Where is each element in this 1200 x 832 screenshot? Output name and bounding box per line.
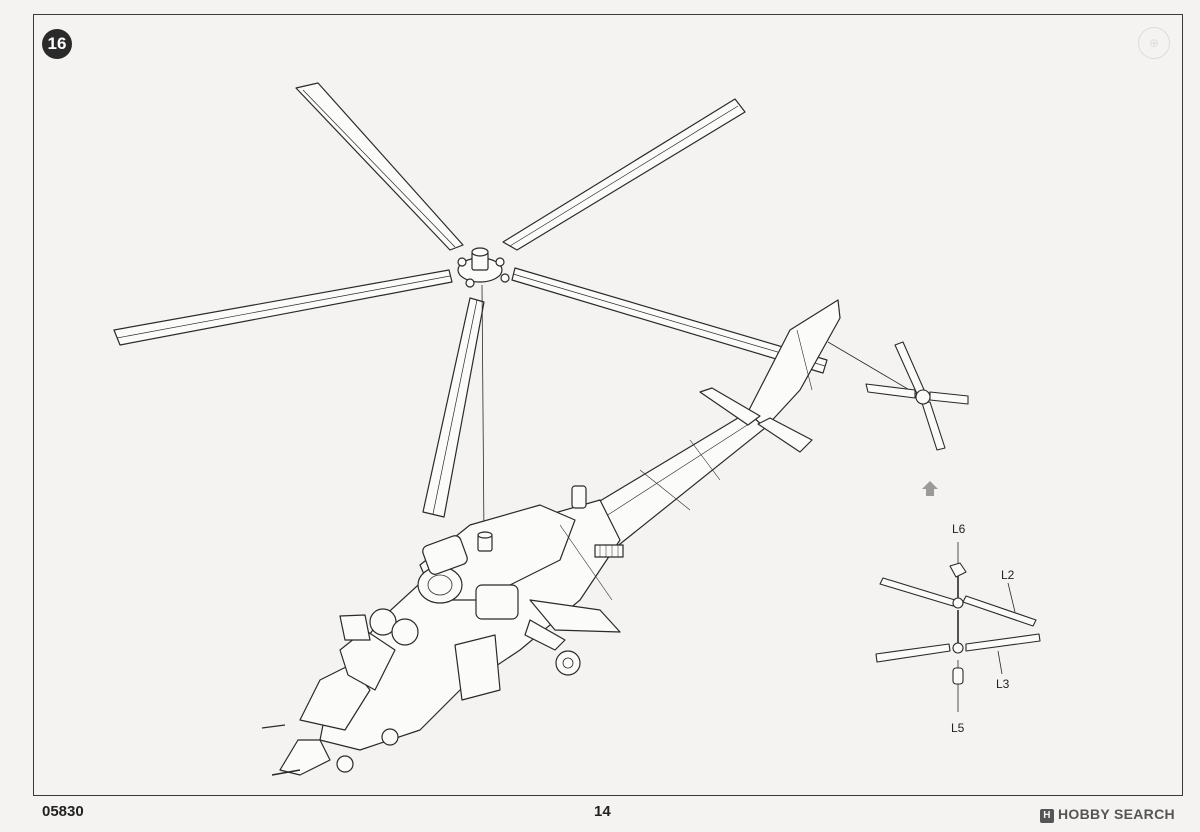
rotor-blade-5 bbox=[422, 297, 485, 518]
faint-corner-mark-icon: ⊕ bbox=[1138, 27, 1170, 59]
helicopter-fuselage bbox=[261, 299, 841, 776]
stabilizer-right bbox=[757, 417, 813, 453]
nose-wheel-2 bbox=[336, 755, 354, 773]
nose-turret bbox=[279, 739, 331, 776]
part-l3-blade-left bbox=[875, 643, 951, 663]
exhaust-right bbox=[475, 584, 519, 620]
side-vent bbox=[594, 544, 624, 558]
tail-blade-left bbox=[865, 383, 916, 399]
page-number: 14 bbox=[594, 803, 611, 820]
page-frame bbox=[33, 14, 1183, 796]
brand-text: HOBBY SEARCH bbox=[1058, 806, 1175, 822]
rotor-blade-4 bbox=[511, 267, 828, 374]
main-rotor bbox=[113, 82, 828, 518]
tail-blade-down bbox=[921, 401, 946, 451]
tail-rotor-assembly bbox=[865, 341, 969, 451]
nose-wheel bbox=[381, 728, 399, 746]
callout-l5: L5 bbox=[951, 721, 965, 735]
hub-leader-line bbox=[481, 284, 485, 539]
part-l5-shape bbox=[952, 667, 964, 685]
part-l2-blade-right bbox=[962, 595, 1037, 627]
up-arrow-icon bbox=[922, 481, 938, 496]
exhaust-left bbox=[422, 535, 468, 575]
tail-blade-right bbox=[929, 391, 969, 405]
stub-wing bbox=[529, 599, 621, 633]
cabin-door bbox=[454, 634, 501, 701]
rotor-blade-3 bbox=[113, 269, 453, 346]
parts-callout bbox=[875, 542, 1041, 712]
callout-l6: L6 bbox=[952, 522, 966, 536]
rotor-hub bbox=[457, 247, 510, 288]
brand-logo-icon: H bbox=[1040, 809, 1054, 823]
engine-intake-front-2 bbox=[391, 618, 419, 646]
step-number-badge: 16 bbox=[42, 29, 72, 59]
part-l3-blade-right bbox=[965, 633, 1041, 652]
part-l2-blade-left bbox=[879, 577, 956, 607]
watermark-brand: H HOBBY SEARCH bbox=[1040, 806, 1175, 823]
open-canopy-hatch bbox=[339, 614, 371, 641]
tail-rotor-leader bbox=[827, 341, 919, 396]
spine-beacon bbox=[571, 485, 587, 509]
stabilizer-left bbox=[699, 387, 761, 426]
callout-l2: L2 bbox=[1001, 568, 1015, 582]
rotor-blade-1 bbox=[295, 82, 464, 251]
kit-code: 05830 bbox=[42, 803, 84, 820]
tail-rotor-hub bbox=[915, 389, 931, 405]
rotor-blade-2 bbox=[502, 98, 746, 251]
callout-l3: L3 bbox=[996, 677, 1010, 691]
part-l6-shape bbox=[949, 562, 967, 578]
